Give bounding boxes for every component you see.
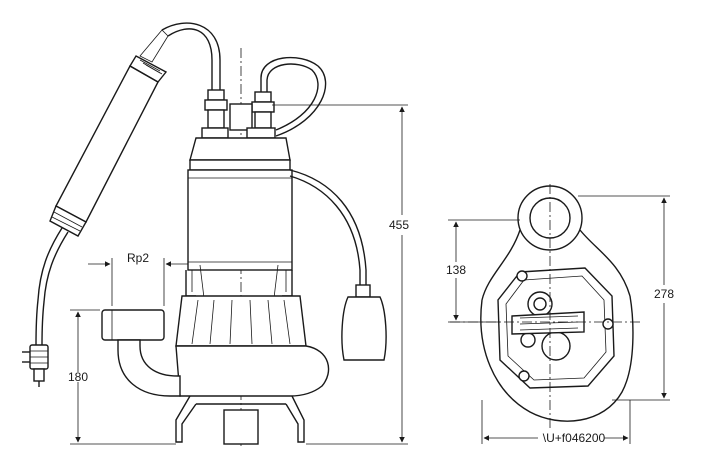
dim-inlet: Rp2 — [88, 251, 188, 306]
width-label: \U+f046200 — [543, 431, 606, 445]
float-cable-top — [260, 56, 327, 137]
motor-body-top — [497, 267, 615, 389]
overall-height-label: 455 — [389, 218, 409, 232]
casing-outline — [480, 295, 634, 422]
plug-cable — [35, 227, 63, 346]
dim-inlet-height: 180 — [68, 309, 176, 445]
dim-width: \U+f046200 — [481, 400, 631, 445]
dim-top-offset: 138 — [446, 219, 520, 323]
pump-stand — [175, 395, 305, 445]
float-entry — [541, 331, 571, 361]
inlet-height-label: 180 — [68, 370, 88, 384]
volute-casing — [175, 295, 330, 397]
float-switch — [341, 284, 387, 361]
inlet-size-label: Rp2 — [127, 251, 149, 265]
float-cable — [289, 169, 367, 290]
cable-glands — [201, 89, 276, 139]
outlet-pipe — [101, 309, 181, 397]
float-cable-inner — [289, 175, 361, 290]
power-cable — [167, 28, 213, 95]
top-offset-label: 138 — [446, 263, 466, 277]
power-cable-outer — [161, 22, 221, 95]
plug — [22, 344, 49, 387]
bolt-1 — [516, 270, 528, 282]
bolt-2 — [602, 318, 614, 330]
plug-cable-outer — [41, 231, 69, 346]
pump-side-view: Rp2 180 455 — [22, 22, 409, 446]
dim-depth: 278 — [578, 195, 674, 401]
pump-top-view: 138 278 \U+f046200 — [446, 184, 674, 445]
depth-label: 278 — [654, 287, 674, 301]
control-box — [49, 29, 169, 237]
motor-housing — [187, 137, 293, 271]
cable-entry — [527, 291, 553, 317]
float-cable-top-inner — [266, 63, 319, 131]
dim-overall-height: 455 — [272, 104, 409, 445]
bolt-3 — [518, 370, 530, 382]
